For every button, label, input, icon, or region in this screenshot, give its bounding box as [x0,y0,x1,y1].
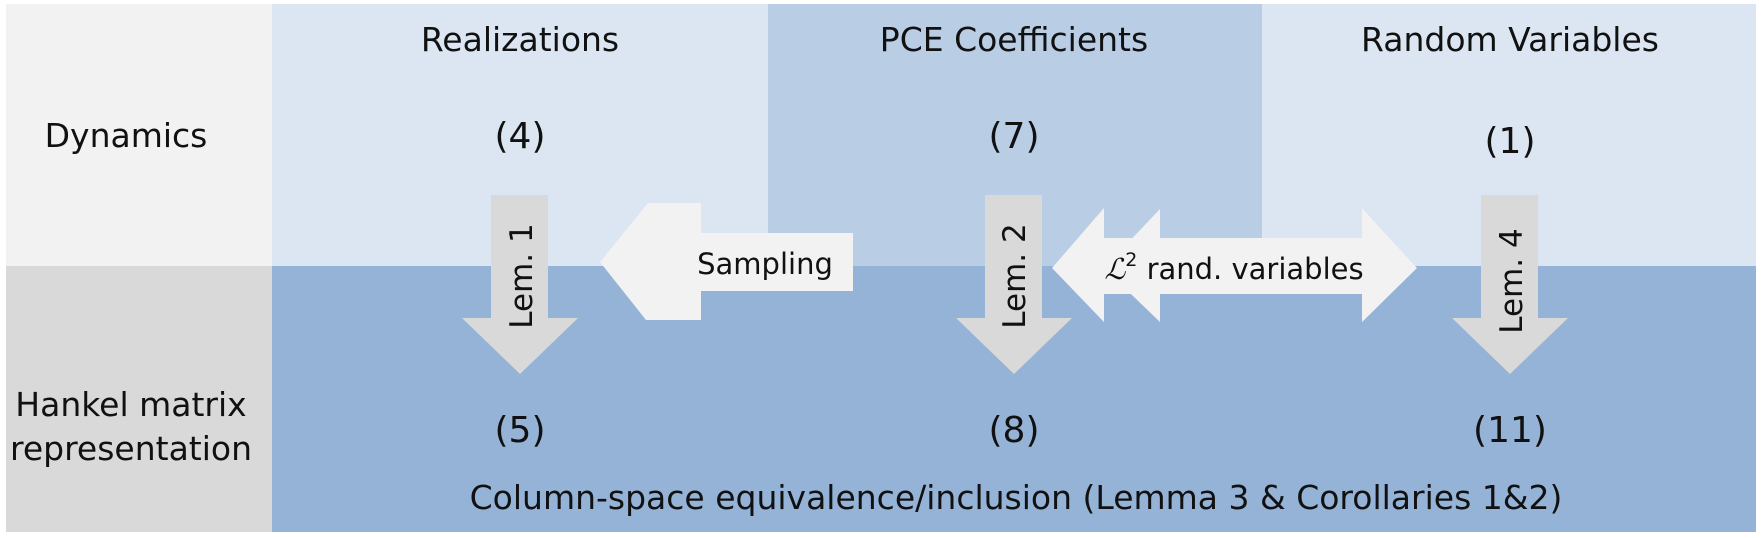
lem1-arrow [462,195,578,374]
equation-ref-realizations-dynamics: (4) [495,116,546,157]
row-label-hankel-cell [6,266,272,532]
lem1-label: Lem. 1 [504,223,540,328]
row-label-dynamics-cell [6,4,272,266]
equation-ref-pce-hankel: (8) [989,410,1040,451]
row-label-hankel-line2: representation [10,429,252,468]
l2-symbol: ℒ [1104,252,1126,286]
row-label-dynamics: Dynamics [45,116,208,155]
sampling-label: Sampling [697,247,833,281]
column-header-random: Random Variables [1361,20,1659,59]
equation-ref-realizations-hankel: (5) [495,410,546,451]
l2-text: rand. variables [1137,252,1363,286]
equation-ref-pce-dynamics: (7) [989,116,1040,157]
lem2-arrow [956,195,1072,374]
sampling-arrow-head [647,204,701,320]
column-header-pce: PCE Coefficients [880,20,1148,59]
lem2-label: Lem. 2 [997,223,1033,328]
column-header-realizations: Realizations [421,20,619,59]
lem4-label: Lem. 4 [1494,228,1530,333]
l2-superscript: 2 [1125,249,1137,271]
column-space-footer: Column-space equivalence/inclusion (Lemm… [470,478,1563,517]
l2-label: ℒ2 rand. variables [1104,249,1363,286]
equation-ref-random-hankel: (11) [1473,410,1547,451]
equation-ref-random-dynamics: (1) [1485,121,1536,162]
row-label-hankel-line1: Hankel matrix [15,385,246,424]
lem4-arrow [1452,195,1568,374]
l2-double-arrow-body [1104,209,1417,322]
sampling-arrow [600,203,853,320]
